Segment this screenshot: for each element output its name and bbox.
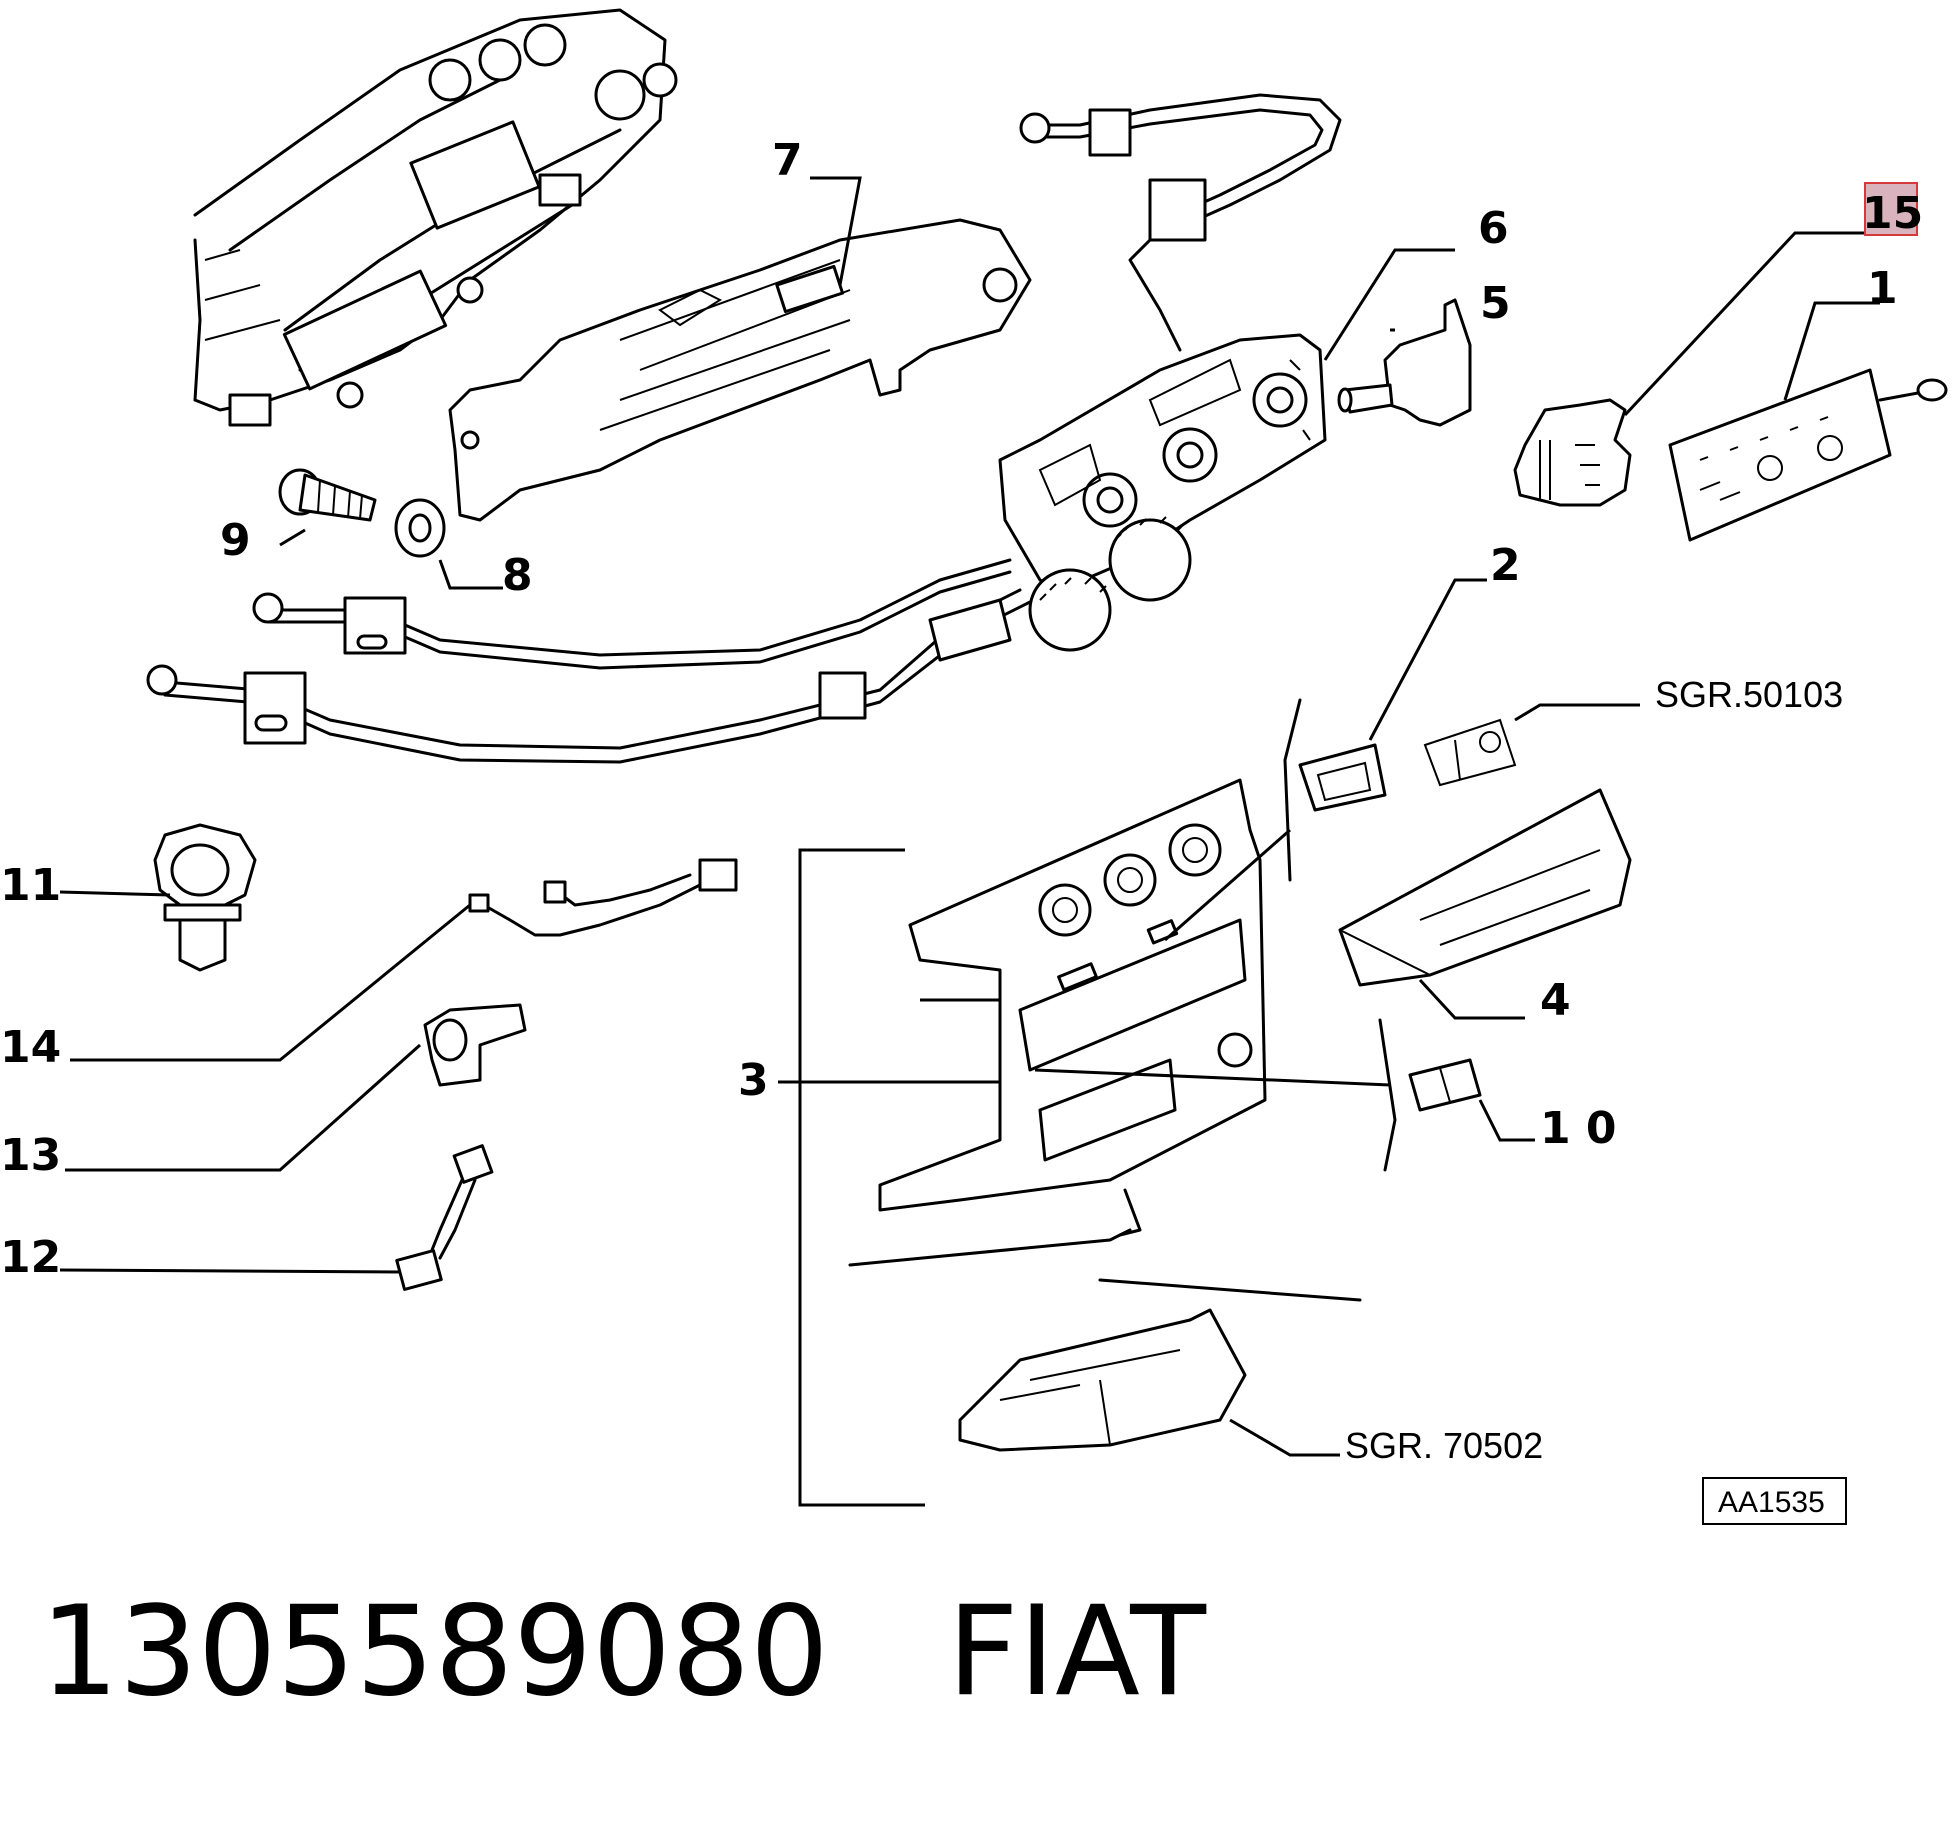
callout-10: 1 0 — [1540, 1103, 1617, 1154]
callout-11: 11 — [0, 860, 61, 911]
leader-lines — [59, 176, 1880, 1507]
callout-7: 7 — [772, 135, 803, 186]
callout-12: 12 — [0, 1232, 61, 1283]
part-14-wire-harness — [468, 858, 738, 937]
part-9-screw — [278, 468, 377, 522]
diagram-code: AA1535 — [1718, 1486, 1825, 1519]
part-number: 1305589080 — [40, 1580, 829, 1724]
sgr-50103-component — [1423, 718, 1517, 787]
reference-sgr-70502: SGR. 70502 — [1345, 1425, 1543, 1466]
callout-1: 1 — [1867, 263, 1898, 314]
reference-sgr-50103: SGR.50103 — [1655, 674, 1843, 715]
callout-13: 13 — [0, 1130, 61, 1181]
callout-8: 8 — [502, 550, 533, 601]
callout-4: 4 — [1540, 975, 1571, 1026]
brand-name: FIAT — [947, 1580, 1207, 1724]
part-5-knob — [1337, 298, 1472, 427]
part-4-display-unit — [1338, 788, 1632, 987]
part-2-switch — [1298, 743, 1387, 812]
callout-2: 2 — [1490, 540, 1521, 591]
callout-14: 14 — [0, 1022, 61, 1073]
part-11-clip — [153, 823, 257, 972]
callout-numbers: 7 6 5 15 1 9 8 2 11 4 14 3 1 0 13 12 — [0, 135, 1923, 1283]
callout-9: 9 — [220, 515, 251, 566]
callout-15: 15 — [1862, 188, 1923, 239]
part-13-bracket-clip — [423, 1003, 527, 1087]
part-6-control-mechanism — [928, 333, 1327, 662]
callout-15-highlight — [1864, 182, 1918, 236]
callout-3: 3 — [738, 1055, 769, 1106]
part-15-bracket — [1513, 398, 1632, 507]
part-10-button — [1408, 1058, 1482, 1112]
dashboard-outline — [193, 8, 678, 427]
callout-6: 6 — [1478, 203, 1509, 254]
part-8-washer — [394, 498, 446, 558]
part-3-center-console — [848, 698, 1397, 1302]
part-number-footer: 1305589080 FIAT — [40, 1590, 1206, 1714]
part-1-control-plate — [1668, 368, 1948, 542]
part-12-connector — [395, 1144, 494, 1291]
diagram-code-box — [1702, 1477, 1847, 1525]
exploded-parts-diagram: 7 6 5 15 1 9 8 2 11 4 14 3 1 0 13 12 SGR… — [0, 8, 1948, 1525]
control-cables — [146, 93, 1342, 764]
part-7-air-duct — [448, 218, 1032, 522]
sgr-70502-component — [958, 1308, 1247, 1452]
callout-5: 5 — [1480, 278, 1511, 329]
